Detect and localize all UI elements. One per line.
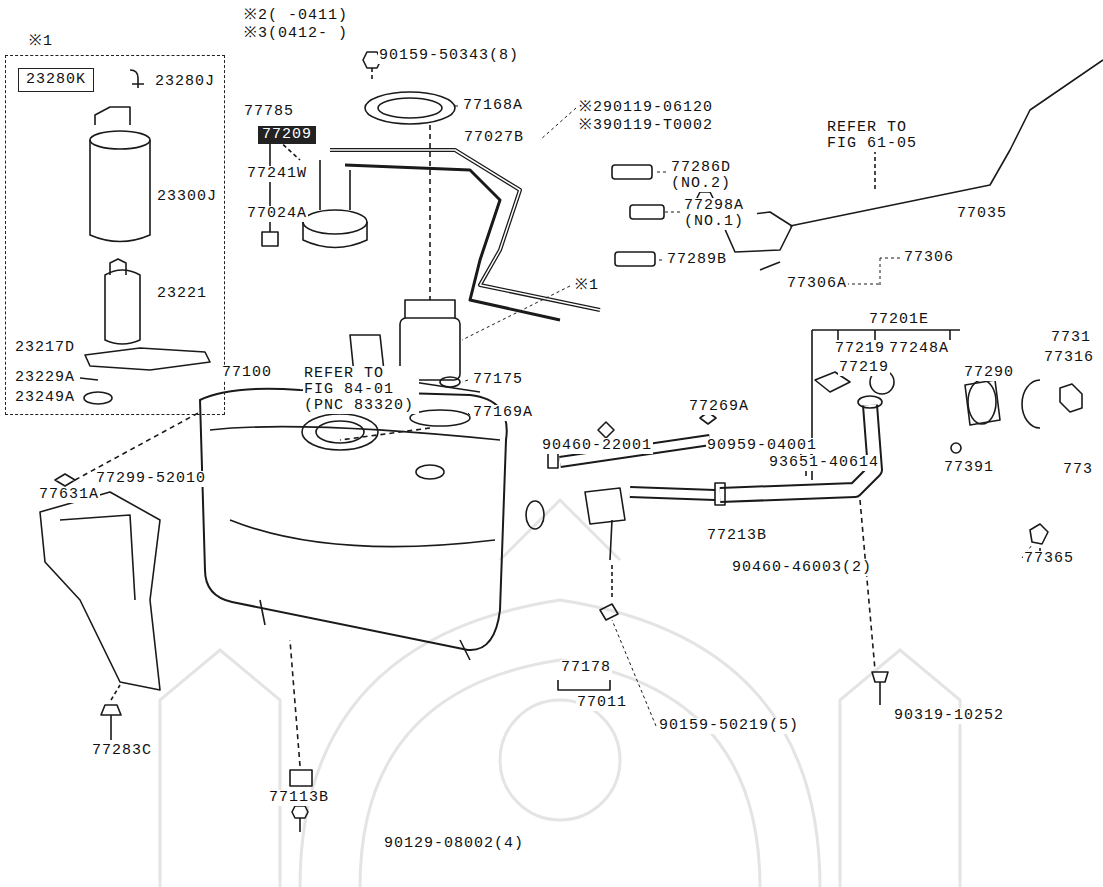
reference-note: REFER TO FIG 84-01 (PNC 83320) [303, 366, 419, 414]
part-number: ※290119-06120 [578, 100, 714, 116]
watermark [160, 500, 960, 887]
part-number: 77024A [246, 206, 308, 222]
part-number: 77269A [688, 399, 750, 415]
inset-panel: ※123280J23300J2322123217D23229A23249A232… [5, 55, 225, 415]
opener-cable [696, 60, 1103, 270]
part-number: 77306 [903, 250, 955, 266]
part-number: 77306A [786, 276, 848, 292]
part-number: 77290 [963, 365, 1015, 381]
part-number: 77113B [268, 790, 330, 806]
part-number: 90959-04001 [706, 438, 818, 454]
filler-pipe [548, 330, 960, 505]
part-number: ※390119-T0002 [578, 118, 714, 134]
part-number: 77027B [463, 130, 525, 146]
part-number: 77100 [221, 365, 273, 381]
part-number: ※1 [574, 278, 600, 294]
part-number: 77286D (NO.2) [670, 160, 744, 192]
part-number: 77035 [956, 206, 1008, 222]
tank-protector [40, 412, 200, 690]
part-number: 90319-10252 [893, 708, 1005, 724]
bolts-clips [101, 450, 888, 832]
part-number: 77219 [838, 360, 890, 376]
part-number: 77201E [868, 312, 930, 328]
part-number: 77391 [943, 460, 995, 476]
part-number: 77168A [462, 98, 524, 114]
part-number: ※2( -0411) [243, 8, 349, 24]
part-number: 77241W [246, 166, 308, 182]
part-number: 23221 [156, 286, 208, 302]
part-number: 77209 [261, 127, 313, 143]
part-number: 23229A [14, 370, 76, 386]
part-number: 77283C [91, 743, 153, 759]
part-number: 77316 [1043, 350, 1095, 366]
part-number: 90460-22001 [541, 438, 653, 454]
part-number: 77169A [472, 405, 534, 421]
part-number: 93651-40614 [768, 455, 880, 471]
part-number: 77299-52010 [95, 471, 207, 487]
part-number: 23280K [25, 72, 87, 88]
part-number: ※3(0412- ) [243, 26, 349, 42]
part-number: 90159-50343(8) [378, 48, 520, 64]
part-number-box: 77209 [258, 126, 316, 144]
part-number: 77213B [706, 528, 768, 544]
part-number: 23249A [14, 390, 76, 406]
part-number: 90159-50219(5) [658, 718, 800, 734]
part-number: 77175 [472, 372, 524, 388]
part-number: 77298A (NO.1) [683, 198, 757, 230]
fuel-filter-parts [80, 70, 210, 404]
leader-lines [298, 56, 1032, 798]
part-number: 23217D [14, 340, 76, 356]
part-number: 77219 [834, 341, 886, 357]
part-number: 77289B [666, 252, 728, 268]
part-number: 90460-46003(2) [731, 560, 873, 576]
part-number: 773 [1062, 462, 1094, 478]
part-number: 23300J [156, 189, 218, 205]
part-number: 77631A [38, 487, 100, 503]
part-number: 77365 [1023, 551, 1075, 567]
part-number: 77785 [243, 104, 295, 120]
part-number-box: 23280K [18, 68, 94, 92]
part-number: 7731 [1050, 330, 1092, 346]
part-number: 77011 [576, 695, 628, 711]
fuel-tank [200, 389, 507, 660]
part-number: 23280J [154, 74, 216, 90]
group-marker: ※1 [28, 34, 54, 50]
sender-valve [526, 412, 716, 690]
part-number: 77178 [560, 660, 612, 676]
part-number: 90129-08002(4) [383, 836, 525, 852]
reference-note: REFER TO FIG 61-05 [826, 120, 923, 152]
part-number: 77248A [888, 341, 950, 357]
